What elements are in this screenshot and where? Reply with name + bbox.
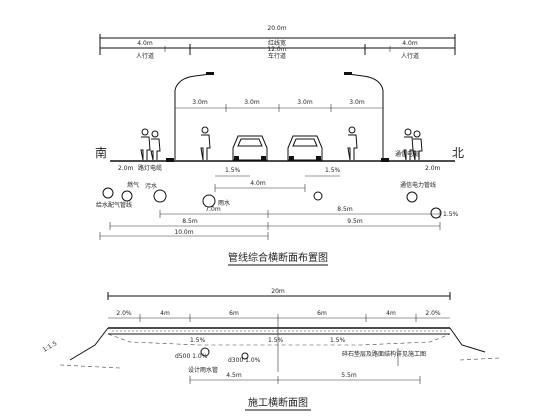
grade-mark-2: 1.5% [268,337,284,344]
util-right-end: 1.5% [443,211,459,218]
grade-left: 1.5% [225,167,241,174]
pedestrian-figure-5 [403,128,414,161]
top-dimension-lines: 20.0m 红线宽 4.0m 人行道 车行道 4.0m 人行道 12.0m [99,25,456,60]
right-walk-dim: 4.0m [402,40,418,47]
seg-label-5: 4m [386,310,396,317]
util-sub-right: 通信电力管线 [400,181,436,189]
pipe1-label: d500 1.0% [175,353,208,360]
south-label: 南 [95,145,107,160]
util-sub-left: 给水配气管线 [96,201,132,209]
cable-conduit-icon [153,189,167,203]
bottom-dim-right: 5.5m [341,372,357,379]
seg-label-4: 6m [317,310,327,317]
bottom-segment-dims: 2.0% 4m 6m 6m 4m 2.0% [108,310,450,322]
car-right [287,135,323,161]
carriageway-dim: 12.0m [267,46,286,53]
overall-width-label: 红线宽 [268,39,286,47]
lamp-offset-1: 3.0m [192,99,208,106]
lamp-offset-dims: 3.0m 3.0m 3.0m 3.0m [175,99,383,112]
inner-dim: 4.0m [214,180,306,192]
note-right: 碎石垫层及路面结构详见施工图 [342,350,426,358]
inner-dim-text: 4.0m [250,180,266,187]
pedestrian-figure-1 [140,128,151,161]
bottom-dim-left: 4.5m [226,372,242,379]
bottom-overall-dim: 20m [107,288,451,300]
grade-mark-1: 1.5% [190,337,206,344]
lower-dims: 7.0m 8.5m 8.5m 9.5m 10.0m [99,206,441,240]
pavement-structure [59,327,501,369]
left-curb-dim: 2.0m [118,165,134,172]
lamp-offset-4: 3.0m [349,99,365,106]
road-surface [110,158,455,162]
right-walk-label: 人行道 [401,52,419,60]
caption-top: 管线综合横断面布置图 [228,251,328,264]
water-pipe-icon [121,190,133,202]
dim-row2-right: 9.5m [347,218,363,225]
carriageway-label: 车行道 [268,52,286,60]
seg-label-3: 6m [229,310,239,317]
pedestrian-figure-6 [412,130,423,161]
left-annot: 路灯电缆 [138,164,162,172]
overall-width-dim: 20.0m [267,25,286,32]
street-lamp-right [344,72,384,160]
note-left: 设计雨水管 [188,366,218,374]
pipe-2-icon [241,352,249,360]
street-lamp-left [174,72,214,160]
seg-label-2: 4m [160,310,170,317]
util-label-sewer: 污水 [145,182,157,190]
right-annot: 通信电缆 [395,150,419,158]
sewer-pipe-icon [313,191,323,201]
pipe-1-icon [200,347,210,357]
rain-pipe-icon [202,194,216,208]
util-label-gas: 燃气 [127,181,139,189]
left-walk-label: 人行道 [136,52,154,60]
gas-pipe-icon [102,187,114,199]
car-left [232,135,268,161]
caption-bottom: 施工横断面图 [248,396,308,409]
right-curb-dim: 2.0m [425,165,441,172]
lamp-offset-3: 3.0m [297,99,313,106]
north-label: 北 [452,146,464,160]
left-walk-dim: 4.0m [137,40,153,47]
util-label-rain: 雨水 [218,199,230,207]
slope-label: 1:1.5 [42,340,59,354]
pedestrian-figure-4 [347,126,358,161]
grade-right: 1.5% [325,167,341,174]
seg-label-1: 2.0% [116,310,132,317]
pipe-annotations: d500 1.0% d300 1.0% 设计雨水管 碎石垫层及路面结构详见施工图 [175,347,426,374]
bottom-lower-dims: 4.5m 5.5m [189,372,421,384]
grade-mark-3: 1.5% [330,337,346,344]
dim-row1-left: 7.0m [205,206,221,213]
seg-label-6: 2.0% [425,310,441,317]
power-cable-icon [406,191,418,203]
lamp-offset-2: 3.0m [244,99,260,106]
utility-pipes [102,187,442,219]
dim-row1-right: 8.5m [337,206,353,213]
dim-row3: 10.0m [174,229,193,236]
pipe2-label: d300 1.0% [228,357,261,364]
pedestrian-figure-3 [200,126,211,161]
pedestrian-figure-2 [150,130,161,161]
comm-cable-icon [430,207,442,219]
bottom-total-width: 20m [271,288,285,295]
dim-row2-left: 8.5m [182,218,198,225]
